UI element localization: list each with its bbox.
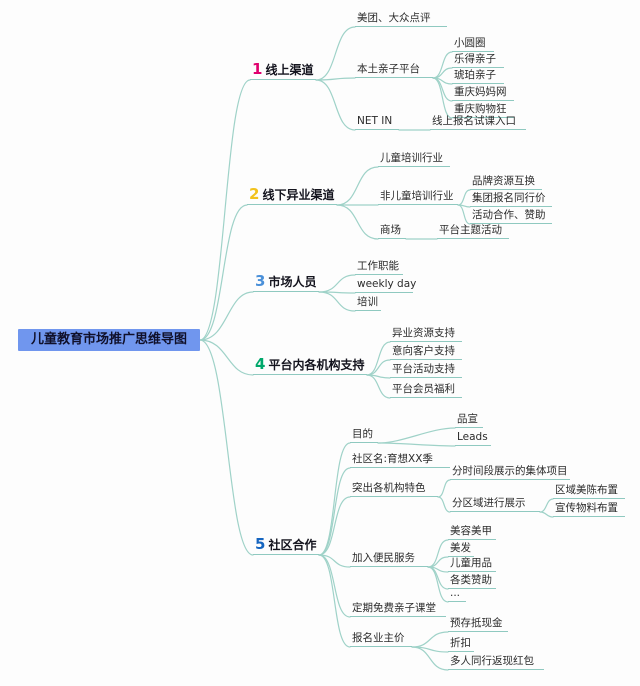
branch-4-label: 平台内各机构支持 <box>268 358 365 372</box>
node-free-parent-child-classes[interactable]: 定期免费亲子课堂 <box>350 600 446 617</box>
branch-5-label: 社区合作 <box>268 538 317 552</box>
node-prospect-customer-support[interactable]: 意向客户支持 <box>390 343 462 360</box>
node-convenience-services[interactable]: 加入便民服务 <box>350 550 428 567</box>
node-timeslot-group-projects[interactable]: 分时间段展示的集体项目 <box>450 463 570 480</box>
node-hairdressing[interactable]: 美发 <box>448 540 474 557</box>
node-community-name[interactable]: 社区名:育想XX季 <box>350 451 450 468</box>
branch-1-number: 1 <box>252 60 263 78</box>
node-local-parenting-platforms[interactable]: 本土亲子平台 <box>355 61 433 78</box>
node-ellipsis[interactable]: ... <box>448 585 466 602</box>
node-cross-industry-resource-support[interactable]: 异业资源支持 <box>390 325 462 342</box>
node-discount[interactable]: 折扣 <box>448 635 474 652</box>
node-purpose[interactable]: 目的 <box>350 426 378 443</box>
node-brand-resource-exchange[interactable]: 品牌资源互换 <box>470 173 542 190</box>
node-prepay-cash-offset[interactable]: 预存抵现金 <box>448 615 508 632</box>
node-meituan-dianping[interactable]: 美团、大众点评 <box>355 10 447 27</box>
node-online-signup-entry[interactable]: 线上报名试课入口 <box>430 113 526 130</box>
node-children-products[interactable]: 儿童用品 <box>448 555 496 572</box>
node-activity-cooperation-sponsorship[interactable]: 活动合作、赞助 <box>470 207 552 224</box>
node-owner-signup-price[interactable]: 报名业主价 <box>350 630 412 647</box>
node-brand-publicity[interactable]: 品宣 <box>455 411 483 428</box>
node-beauty-nails[interactable]: 美容美甲 <box>448 523 496 540</box>
branch-3-label: 市场人员 <box>268 275 317 289</box>
node-non-child-training-industry[interactable]: 非儿童培训行业 <box>378 188 458 205</box>
node-net-in[interactable]: NET IN <box>355 113 399 130</box>
node-zone-decoration[interactable]: 区域美陈布置 <box>553 482 625 499</box>
branch-2-number: 2 <box>249 185 260 203</box>
node-child-training-industry[interactable]: 儿童培训行业 <box>378 150 450 167</box>
node-chongqing-mama-wang[interactable]: 重庆妈妈网 <box>452 84 514 101</box>
node-training[interactable]: 培训 <box>355 294 381 311</box>
node-platform-theme-activity[interactable]: 平台主题活动 <box>437 222 509 239</box>
node-lede-qinzi[interactable]: 乐得亲子 <box>452 51 504 68</box>
node-weekly-day[interactable]: weekly day <box>355 276 416 293</box>
node-xiaoyuanquan[interactable]: 小圆圈 <box>452 35 494 52</box>
node-shopping-mall[interactable]: 商场 <box>378 222 406 239</box>
node-group-signup-price[interactable]: 集团报名同行价 <box>470 190 552 207</box>
node-zone-display[interactable]: 分区域进行展示 <box>450 495 540 512</box>
node-platform-activity-support[interactable]: 平台活动支持 <box>390 361 462 378</box>
node-group-cashback-redpacket[interactable]: 多人同行返现红包 <box>448 653 544 670</box>
branch-3-number: 3 <box>255 272 266 290</box>
node-various-sponsorships[interactable]: 各类赞助 <box>448 572 496 589</box>
node-hupo-qinzi[interactable]: 琥珀亲子 <box>452 67 504 84</box>
branch-2-label: 线下异业渠道 <box>262 188 335 202</box>
node-leads[interactable]: Leads <box>455 429 491 446</box>
branch-1-label: 线上渠道 <box>265 63 314 77</box>
branch-4-number: 4 <box>255 355 266 373</box>
node-platform-member-benefits[interactable]: 平台会员福利 <box>390 381 462 398</box>
node-job-functions[interactable]: 工作职能 <box>355 258 403 275</box>
node-chongqing-gouwukuang[interactable]: 重庆购物狂 <box>452 101 514 118</box>
root-node[interactable]: 儿童教育市场推广思维导图 <box>18 329 200 351</box>
node-promo-material-layout[interactable]: 宣传物料布置 <box>553 500 625 517</box>
branch-5-number: 5 <box>255 535 266 553</box>
node-highlight-institution-features[interactable]: 突出各机构特色 <box>350 480 438 497</box>
